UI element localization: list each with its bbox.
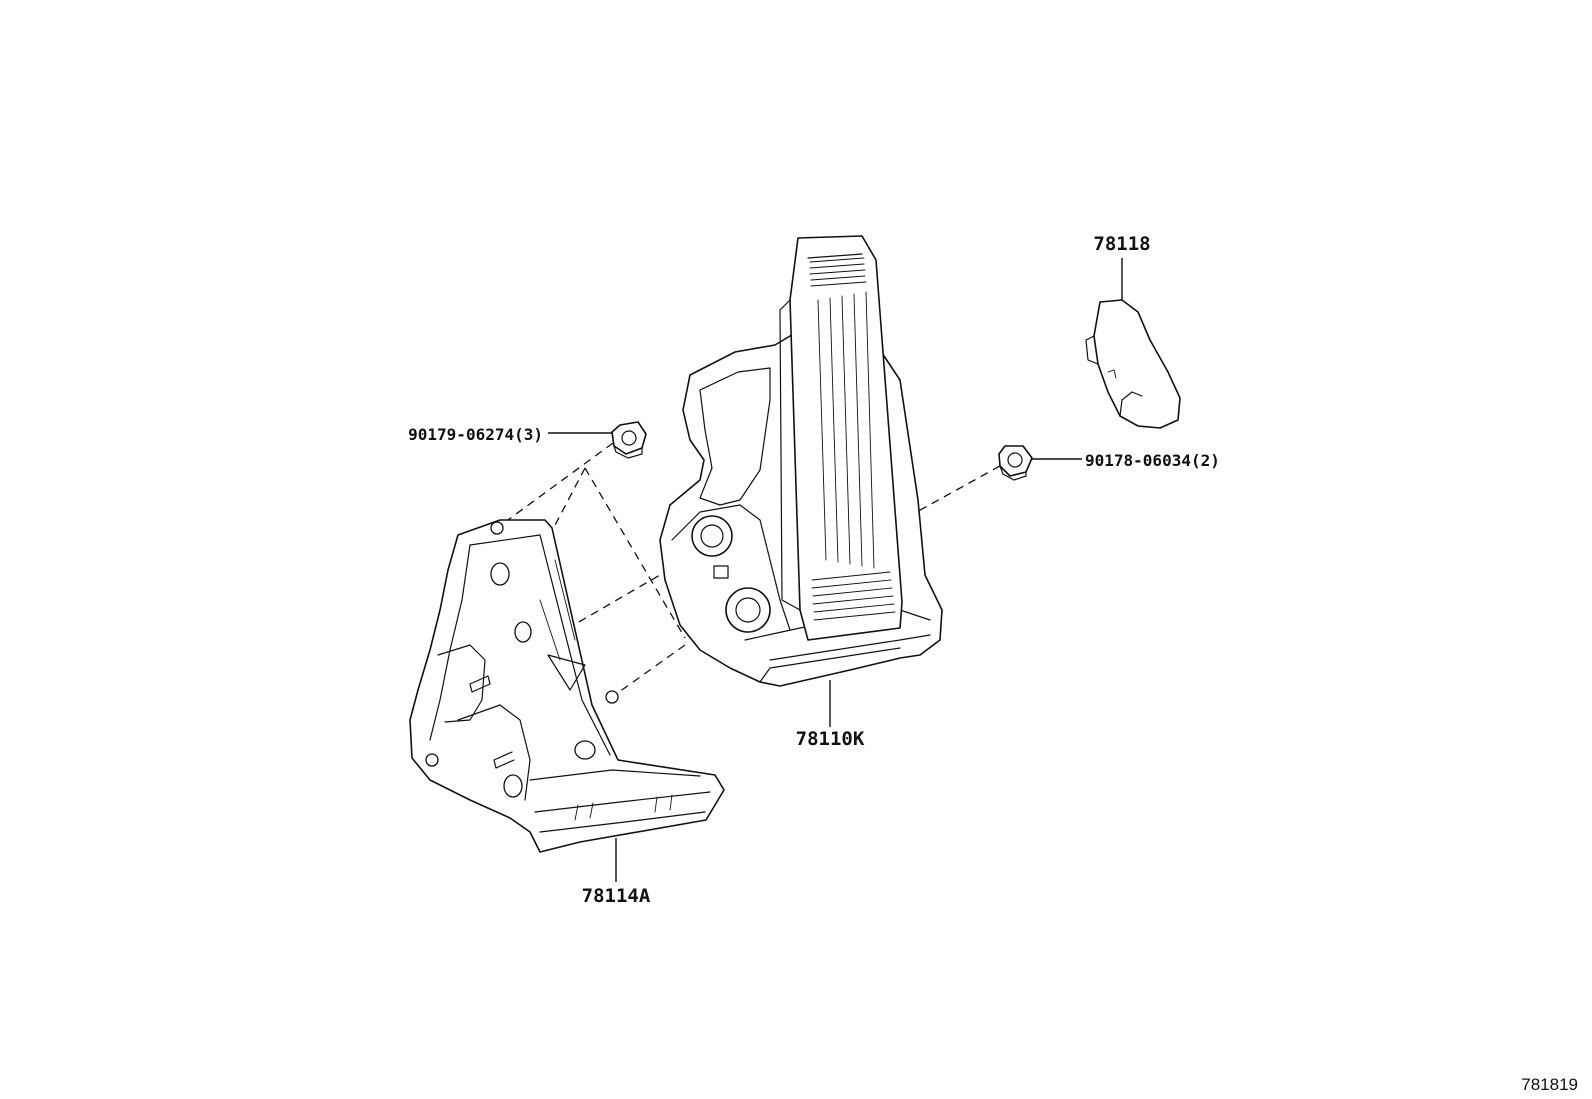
callout-78110k: 78110K [796, 728, 865, 750]
pedal-assembly-78110k [659, 235, 943, 687]
callout-78118: 78118 [1093, 233, 1150, 255]
nut-left [611, 421, 647, 459]
pad-cover-78118 [1085, 299, 1181, 429]
callout-78114a: 78114A [582, 885, 651, 907]
leader-lines [548, 258, 1123, 882]
nut-right [998, 445, 1033, 481]
callout-90178-06034: 90178-06034(2) [1085, 451, 1220, 470]
bracket-78114a [409, 519, 725, 853]
callout-90179-06274: 90179-06274(3) [408, 425, 543, 444]
figure-number: 781819 [1521, 1075, 1578, 1094]
